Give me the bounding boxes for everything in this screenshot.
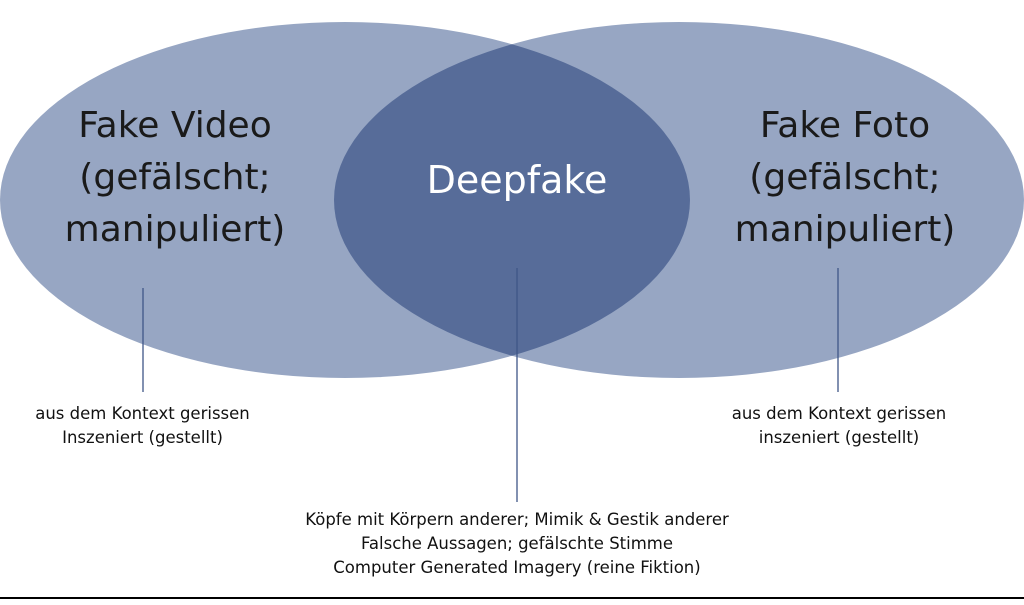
fake-video-note-line-2: Inszeniert (gestellt): [62, 428, 223, 447]
deepfake-intersection: [334, 22, 690, 378]
deepfake-label: Deepfake: [383, 154, 651, 206]
fake-foto-label: Fake Foto (gefälscht; manipuliert): [690, 100, 1000, 256]
fake-foto-note-line-1: aus dem Kontext gerissen: [731, 404, 947, 423]
fake-foto-note: aus dem Kontext gerissen inszeniert (ges…: [705, 402, 973, 450]
fake-foto-line-2: (gefälscht;: [749, 157, 941, 198]
fake-video-label: Fake Video (gefälscht; manipuliert): [20, 100, 330, 256]
deepfake-note: Köpfe mit Körpern anderer; Mimik & Gesti…: [252, 508, 782, 580]
deepfake-note-line-1: Köpfe mit Körpern anderer; Mimik & Gesti…: [305, 510, 729, 529]
fake-video-line-3: manipuliert): [64, 209, 286, 250]
fake-video-note: aus dem Kontext gerissen Inszeniert (ges…: [10, 402, 275, 450]
fake-video-line-1: Fake Video: [78, 105, 272, 146]
fake-foto-line-1: Fake Foto: [759, 105, 931, 146]
fake-video-line-2: (gefälscht;: [79, 157, 271, 198]
fake-foto-note-line-2: inszeniert (gestellt): [758, 428, 920, 447]
fake-video-note-line-1: aus dem Kontext gerissen: [35, 404, 250, 423]
deepfake-note-line-2: Falsche Aussagen; gefälschte Stimme: [360, 534, 674, 553]
fake-foto-line-3: manipuliert): [734, 209, 956, 250]
deepfake-text: Deepfake: [426, 158, 608, 202]
deepfake-note-line-3: Computer Generated Imagery (reine Fiktio…: [333, 558, 701, 577]
